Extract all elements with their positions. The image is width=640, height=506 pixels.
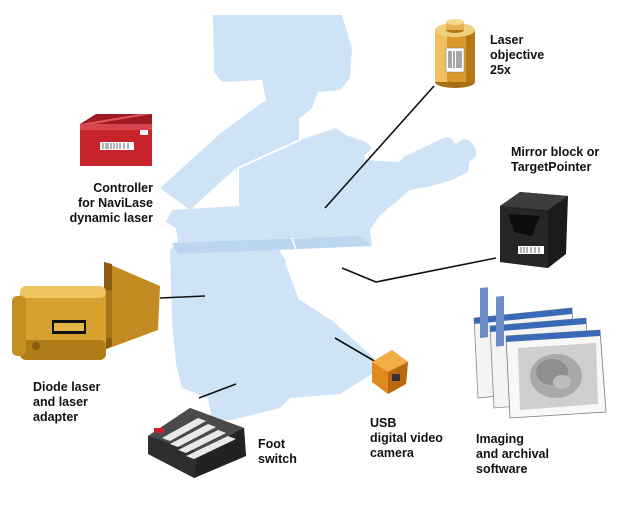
leader-line-camera [334, 337, 377, 363]
controller-label: Controller for NaviLase dynamic laser [69, 181, 153, 225]
imaging-software-label: Imaging and archival software [476, 432, 549, 476]
foot-switch-label: Foot switch [258, 437, 297, 466]
leader-line-mirror-block [341, 257, 497, 283]
usb-camera-icon [372, 350, 408, 394]
leader-line-objective [324, 85, 435, 209]
mirror-block-icon [500, 192, 568, 268]
leader-line-diode-laser [159, 295, 206, 299]
microscope-silhouette [160, 15, 477, 420]
usb-camera-label: USB digital video camera [370, 416, 443, 460]
controller-icon [80, 114, 152, 166]
diode-laser-label: Diode laser and laser adapter [33, 380, 101, 424]
foot-switch-icon [148, 408, 246, 478]
laser-objective-label: Laser objective 25x [490, 33, 545, 77]
software-windows-icon [473, 287, 607, 419]
mirror-block-label: Mirror block or TargetPointer [511, 145, 600, 174]
laser-objective-icon [435, 19, 475, 88]
leader-lines [159, 85, 497, 399]
diode-laser-icon [12, 262, 160, 360]
leader-line-foot-switch [198, 383, 237, 399]
